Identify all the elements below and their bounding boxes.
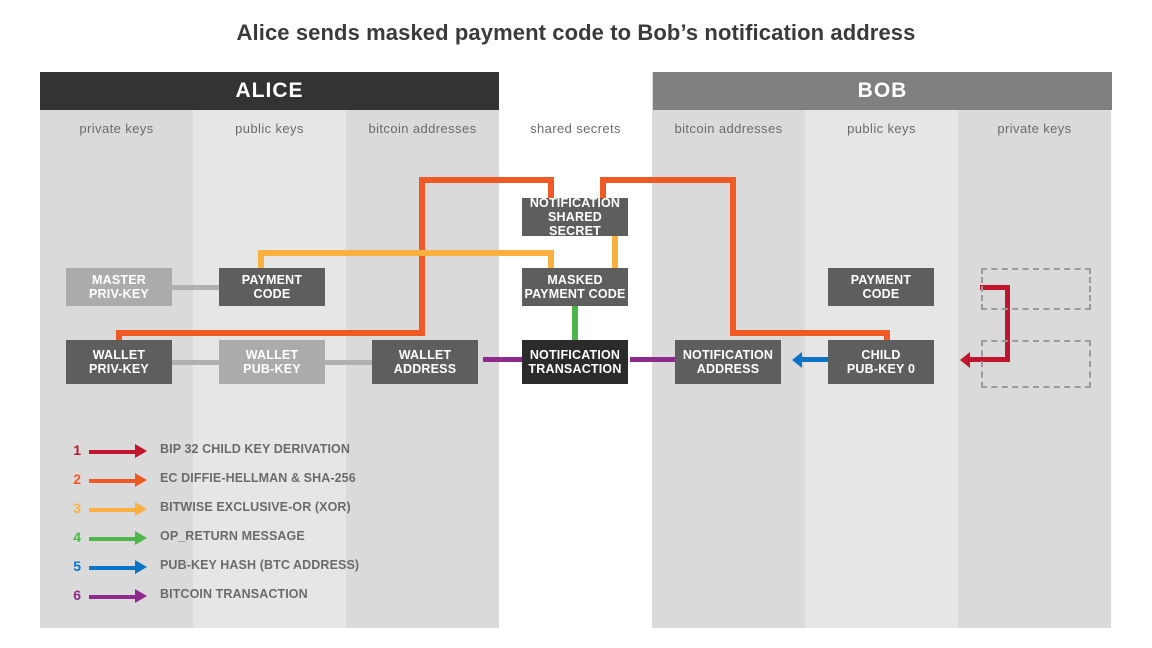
wire-ecdh-alice-vertical — [419, 177, 425, 336]
legend-line-2 — [89, 479, 137, 483]
node-bob-private-key-placeholder-2 — [981, 340, 1091, 388]
legend-number-3: 3 — [73, 500, 81, 516]
wire-ecdh-bob-top-rail — [600, 177, 736, 183]
legend-arrowhead-6-icon — [135, 589, 147, 603]
wire-ecdh-bob-vertical — [730, 177, 736, 336]
legend-label-5: PUB-KEY HASH (BTC ADDRESS) — [160, 558, 360, 572]
legend-arrowhead-1-icon — [135, 444, 147, 458]
wire-btctx-in — [483, 357, 555, 362]
wire-xor-drop — [548, 250, 554, 273]
wire-bip32-rail-top — [980, 285, 1010, 290]
wire-bip32-rail-bottom — [970, 357, 1010, 362]
column-header-4: bitcoin addresses — [674, 121, 783, 136]
column-header-3: shared secrets — [530, 121, 621, 136]
legend-number-2: 2 — [73, 471, 81, 487]
wire-bip32-vertical — [1005, 285, 1010, 360]
legend-label-6: BITCOIN TRANSACTION — [160, 587, 308, 601]
party-header-alice: ALICE — [40, 72, 499, 110]
wire-xor-secret-drop — [612, 236, 618, 276]
legend-arrowhead-4-icon — [135, 531, 147, 545]
legend-arrowhead-5-icon — [135, 560, 147, 574]
column-header-0: private keys — [79, 121, 154, 136]
party-header-bob: BOB — [653, 72, 1112, 110]
wire-opreturn — [572, 304, 578, 340]
legend-line-6 — [89, 595, 137, 599]
page-title: Alice sends masked payment code to Bob’s… — [236, 20, 916, 45]
wire-walletpriv-to-walletpub — [172, 360, 252, 365]
legend-arrowhead-2-icon — [135, 473, 147, 487]
legend-line-4 — [89, 537, 137, 541]
legend-line-1 — [89, 450, 137, 454]
wire-ecdh-bob-lower-rail — [730, 330, 890, 336]
diagram-canvas: ALICE BOB private keys public keys bitco… — [40, 72, 1112, 628]
column-header-5: public keys — [847, 121, 916, 136]
legend-line-5 — [89, 566, 137, 570]
arrowhead-bip32-icon — [960, 352, 970, 368]
wire-xor-rail — [258, 250, 554, 256]
wire-ecdh-bob-drop — [600, 177, 606, 198]
wire-ecdh-alice-top-rail — [419, 177, 554, 183]
legend-number-5: 5 — [73, 558, 81, 574]
legend-label-3: BITWISE EXCLUSIVE-OR (XOR) — [160, 500, 351, 514]
legend-arrowhead-3-icon — [135, 502, 147, 516]
wire-ecdh-alice-drop — [548, 177, 554, 198]
wire-ecdh-alice-lower-rail — [116, 330, 425, 336]
legend-number-4: 4 — [73, 529, 81, 545]
column-header-6: private keys — [997, 121, 1072, 136]
column-bob-private-keys — [958, 72, 1111, 628]
legend-line-3 — [89, 508, 137, 512]
column-header-1: public keys — [235, 121, 304, 136]
wire-walletpub-to-walletaddress — [325, 360, 405, 365]
legend-label-4: OP_RETURN MESSAGE — [160, 529, 305, 543]
wire-master-to-paymentcode — [172, 285, 252, 290]
legend-number-6: 6 — [73, 587, 81, 603]
node-bob-private-key-placeholder-1 — [981, 268, 1091, 310]
wire-xor-riser — [258, 250, 264, 276]
legend-number-1: 1 — [73, 442, 81, 458]
arrowhead-pubkeyhash-icon — [792, 352, 802, 368]
column-header-2: bitcoin addresses — [368, 121, 477, 136]
legend-label-2: EC DIFFIE-HELLMAN & SHA-256 — [160, 471, 356, 485]
wire-btctx-out — [630, 357, 692, 362]
legend-label-1: BIP 32 CHILD KEY DERIVATION — [160, 442, 351, 456]
